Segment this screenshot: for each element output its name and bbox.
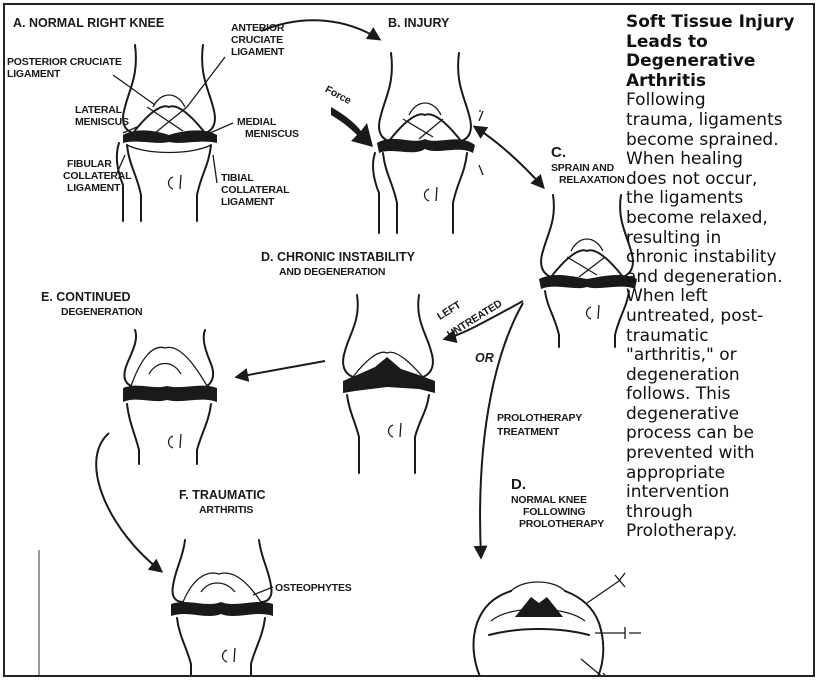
label-med-men-2: MENISCUS (245, 128, 299, 140)
figure-frame: A. NORMAL RIGHT KNEE POSTERIOR CRUCIATE … (3, 3, 815, 677)
label-acl-1: ANTERIOR (231, 22, 285, 34)
label-f-2: ARTHRITIS (199, 504, 253, 516)
label-med-men-1: MEDIAL (237, 116, 277, 128)
caption-body-line: When left (626, 287, 815, 307)
label-lat-men-2: MENISCUS (75, 116, 129, 128)
label-d-normal-3: FOLLOWING (523, 506, 585, 518)
caption-body-line: "arthritis," or (626, 346, 815, 366)
caption-body-line: degeneration (626, 366, 815, 386)
label-e-1: E. CONTINUED (41, 290, 131, 304)
label-fib-col-2: COLLATERAL (63, 170, 132, 182)
force-arrow (331, 107, 373, 147)
caption-body-line: untreated, post- (626, 307, 815, 327)
label-prolo-1: PROLOTHERAPY (497, 412, 582, 424)
caption-title-line: Arthritis (626, 72, 815, 92)
label-c-1: C. (551, 144, 566, 161)
caption-title-line: Degenerative (626, 52, 815, 72)
caption-body-line: does not occur, (626, 170, 815, 190)
caption-body-line: traumatic (626, 327, 815, 347)
label-a: A. NORMAL RIGHT KNEE (13, 16, 164, 30)
caption-body-line: through (626, 503, 815, 523)
caption-body-line: appropriate (626, 464, 815, 484)
label-prolo-2: TREATMENT (497, 426, 560, 438)
label-fib-col-1: FIBULAR (67, 158, 112, 170)
caption-body-line: Prolotherapy. (626, 522, 815, 542)
caption-title-line: Soft Tissue Injury (626, 13, 815, 33)
knee-c-drawing (539, 195, 637, 347)
label-tib-col-1: TIBIAL (221, 172, 254, 184)
caption-panel: Soft Tissue Injury Leads to Degenerative… (626, 13, 815, 542)
caption-title-line: Leads to (626, 33, 815, 53)
label-d-chronic-1: D. CHRONIC INSTABILITY (261, 250, 416, 264)
label-tib-col-3: LIGAMENT (221, 196, 275, 208)
caption-body-line: the ligaments (626, 189, 815, 209)
caption-body-line: chronic instability (626, 248, 815, 268)
label-lat-men-1: LATERAL (75, 104, 123, 116)
label-f-1: F. TRAUMATIC (179, 488, 266, 502)
knee-f-drawing (171, 540, 273, 676)
caption-body-line: Following (626, 91, 815, 111)
label-pcl-2: LIGAMENT (7, 68, 61, 80)
label-pcl-1: POSTERIOR CRUCIATE (7, 56, 122, 68)
knee-d-chronic-drawing (343, 295, 435, 473)
label-osteophytes: OSTEOPHYTES (275, 582, 352, 594)
caption-body-line: trauma, ligaments (626, 111, 815, 131)
label-force: Force (323, 83, 353, 107)
caption-body-line: process can be (626, 424, 815, 444)
label-tib-col-2: COLLATERAL (221, 184, 290, 196)
label-b: B. INJURY (388, 16, 450, 30)
caption-body-line: follows. This (626, 385, 815, 405)
label-c-2: SPRAIN AND (551, 162, 615, 174)
label-e-2: DEGENERATION (61, 306, 142, 318)
osteophytes-leader (253, 587, 273, 595)
label-c-3: RELAXATION (559, 174, 624, 186)
label-fib-col-3: LIGAMENT (67, 182, 121, 194)
knee-a-drawing (117, 45, 217, 221)
caption-body-line: When healing (626, 150, 815, 170)
label-acl-3: LIGAMENT (231, 46, 285, 58)
knee-b-drawing (373, 53, 483, 233)
label-d-normal-4: PROLOTHERAPY (519, 518, 604, 530)
knee-e-drawing (123, 330, 217, 464)
label-d-chronic-2: AND DEGENERATION (279, 266, 385, 278)
label-left: LEFT (435, 299, 464, 323)
caption-body-line: intervention (626, 483, 815, 503)
flow-arrows (96, 20, 543, 571)
diagram-labels: A. NORMAL RIGHT KNEE POSTERIOR CRUCIATE … (7, 16, 624, 594)
label-d-normal-2: NORMAL KNEE (511, 494, 587, 506)
caption-body-line: and degeneration. (626, 268, 815, 288)
label-or: OR (475, 351, 494, 365)
caption-body-line: resulting in (626, 229, 815, 249)
label-acl-2: CRUCIATE (231, 34, 283, 46)
label-d-normal-1: D. (511, 476, 526, 493)
caption-body-line: become sprained. (626, 131, 815, 151)
caption-body-line: prevented with (626, 444, 815, 464)
caption-body-line: degenerative (626, 405, 815, 425)
knee-d-normal-drawing (474, 573, 641, 677)
caption-body-line: become relaxed, (626, 209, 815, 229)
caption-title: Soft Tissue Injury Leads to Degenerative… (626, 13, 815, 91)
caption-body: Following trauma, ligaments become sprai… (626, 91, 815, 542)
